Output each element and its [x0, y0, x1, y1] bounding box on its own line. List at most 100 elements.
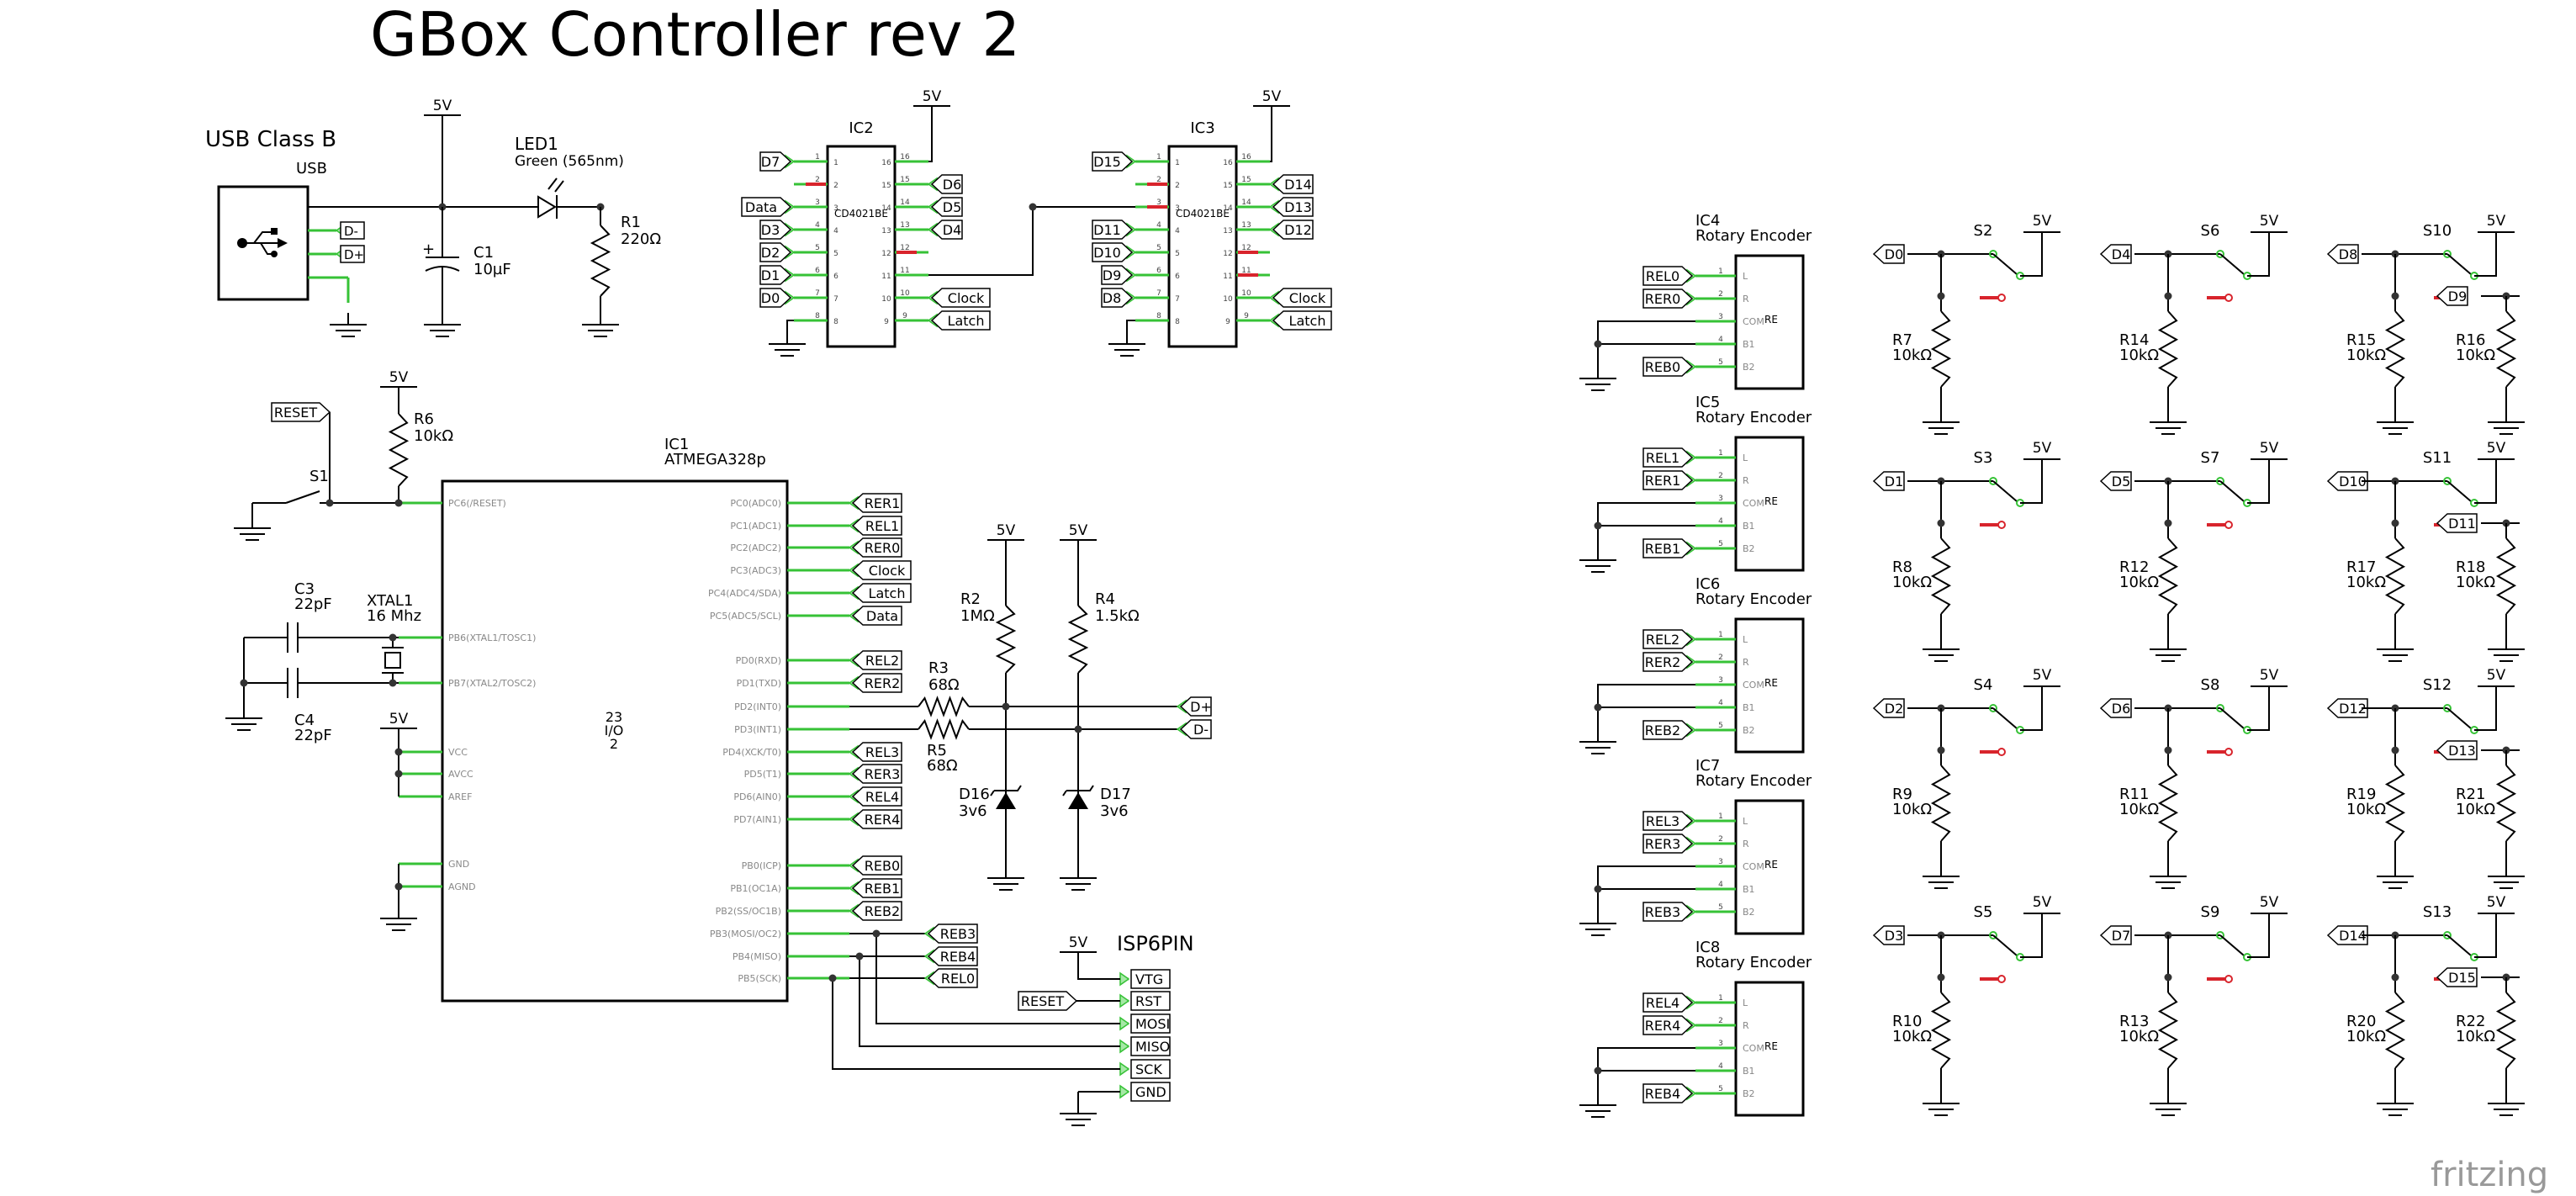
net-label-text: Latch [948, 313, 985, 329]
resistor-symbol [2157, 537, 2179, 615]
usb-pin-label: D- [344, 224, 358, 239]
net-label-text: REL3 [1646, 813, 1679, 829]
net-label-box [1872, 698, 1905, 718]
resistor-r17-ref: R17 [2346, 558, 2376, 576]
encoder-pin-name: COM [1743, 316, 1764, 327]
net-label-box [1642, 357, 1694, 377]
switch-net-d3: D3 [1872, 925, 1905, 945]
net-label-box [927, 968, 978, 988]
ic3-pin-number: 10 [1241, 289, 1251, 298]
net-label-text: Latch [869, 585, 906, 601]
encoder-pin-number: 1 [1718, 812, 1723, 821]
encoder-pin-name: B2 [1743, 907, 1755, 918]
net-label-text: REL0 [941, 971, 975, 987]
isp-reset-net: RESET [1018, 991, 1078, 1011]
switch-blade [1992, 707, 2018, 729]
ic3-pin-number: 8 [1156, 312, 1161, 320]
isp-pin-box [1130, 991, 1171, 1011]
net-label-box [1642, 902, 1694, 922]
ic1-net-rer0: RER0 [851, 537, 902, 558]
ic3-pin-number: 9 [1225, 318, 1230, 326]
resistor-r14-ref: R14 [2119, 331, 2149, 349]
ic2-net-d2: D2 [759, 242, 792, 262]
switch-net-d14: D14 [2326, 925, 2368, 945]
switch-net-d1: D1 [1872, 471, 1905, 491]
ic3-pin-number: 7 [1156, 289, 1161, 298]
net-label-box [851, 583, 912, 603]
wire [928, 118, 933, 162]
led-light-arrow [547, 177, 558, 190]
ic2-pin-number: 13 [900, 221, 909, 230]
wire [859, 956, 1120, 1047]
net-label-text: D+ [1190, 699, 1212, 715]
encoder-ic4-type: Rotary Encoder [1695, 227, 1812, 245]
net-label-text: D2 [761, 245, 780, 261]
ic1-pin-name: GND [448, 859, 469, 870]
junction-dot [2391, 292, 2399, 300]
switch-s7-ref: S7 [2201, 449, 2220, 467]
ic1-pin-name: PC4(ADC4/SDA) [708, 588, 781, 599]
resistor-value-label: 10kΩ [2456, 801, 2495, 818]
ic2-pin-number: 7 [833, 295, 838, 304]
ic3-pin-number: 16 [1223, 159, 1233, 167]
switch-blade [1992, 934, 2018, 956]
ic3-pin-number: 12 [1241, 244, 1251, 252]
junction-dot [1594, 1066, 1602, 1075]
resistor-value-label: 10kΩ [2456, 1028, 2495, 1045]
isp-pin-box [1130, 1036, 1171, 1056]
net-label-text: REB0 [865, 858, 900, 874]
resistor-r22-ref: R22 [2456, 1013, 2485, 1030]
encoder-pin-number: 5 [1718, 540, 1723, 548]
net-label-box [759, 242, 792, 262]
switch-net-d7: D7 [2099, 925, 2132, 945]
net-label-box [1642, 629, 1694, 649]
usb-icon [271, 228, 278, 235]
d16-value-label: 3v6 [959, 802, 987, 820]
net-label-text: D1 [761, 267, 780, 283]
ic1-net-latch: Latch [851, 583, 912, 603]
xtal1-value-label: 16 Mhz [367, 607, 421, 625]
isp-pin-box [1130, 1059, 1171, 1079]
r1-ref-label: R1 [621, 214, 641, 231]
encoder-pin-number: 1 [1718, 449, 1723, 458]
junction-dot [1594, 703, 1602, 712]
net-label-text: D14 [1284, 177, 1312, 193]
encoder-pin-number: 3 [1718, 313, 1723, 321]
ic2-pin-number: 14 [881, 204, 891, 213]
ic3-pin-number: 5 [1156, 244, 1161, 252]
ic2-body [826, 145, 897, 348]
junction-dot [394, 499, 403, 507]
switch-net-d9: D9 [2436, 286, 2468, 306]
resistor-symbol [1930, 537, 1952, 615]
net-label-text: REB3 [1645, 904, 1680, 920]
ic1-net-reb3: REB3 [927, 923, 978, 944]
switch-net-d5: D5 [2099, 471, 2132, 491]
encoder-pin-number: 1 [1718, 631, 1723, 639]
ic1-pin-name: PD1(TXD) [737, 678, 781, 689]
net-label-text: REL1 [865, 518, 899, 534]
switch-blade [2446, 480, 2472, 502]
junction-dot [2391, 746, 2399, 754]
ic2-pin-number: 14 [900, 198, 910, 207]
ic1-pin-name: PD0(RXD) [736, 655, 781, 666]
resistor-r8-ref: R8 [1892, 558, 1912, 576]
ic3-net-d14: D14 [1272, 174, 1314, 194]
ic2-pin-number: 9 [884, 318, 889, 326]
ic3-net-d15: D15 [1092, 151, 1134, 172]
switch-blade [2219, 253, 2245, 275]
net-label-box [1872, 244, 1905, 264]
net-label-text: D1 [1885, 474, 1904, 490]
switch-contact [2443, 704, 2452, 712]
net-label-box [2436, 740, 2478, 760]
ic3-net-d11: D11 [1092, 220, 1134, 240]
ic3-net-clock: Clock [1272, 288, 1332, 308]
ic2-pin-number: 15 [900, 176, 909, 184]
resistor-symbol [1930, 310, 1952, 388]
ic3-pin-number: 7 [1175, 295, 1180, 304]
ic2-pin-number: 15 [881, 182, 891, 190]
encoder-net-rel0: REL0 [1642, 266, 1694, 286]
isp-pin-box [1130, 1013, 1171, 1034]
switch-s10-ref: S10 [2423, 222, 2452, 240]
usb-dplus-net: D+ [1179, 696, 1212, 717]
switch-unused-contact [2224, 748, 2233, 756]
